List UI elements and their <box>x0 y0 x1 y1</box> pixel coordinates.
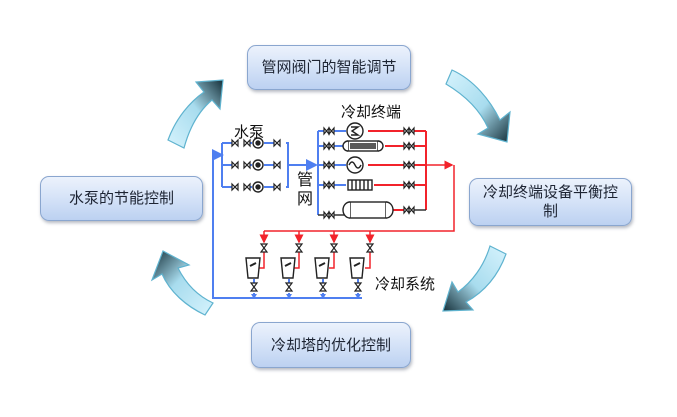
terminal-balance-box: 冷却终端设备平衡控制 <box>469 178 632 226</box>
cycle-arrow-down-left <box>442 245 507 312</box>
cycle-arrow-up-right <box>167 79 224 149</box>
terminal-label: 冷却终端 <box>341 103 402 121</box>
cycle-arrow-up-left <box>150 250 214 316</box>
valves <box>231 126 415 292</box>
pump-control-box: 水泵的节能控制 <box>40 176 203 221</box>
pumps <box>252 137 264 193</box>
cycle-arrow-down-right <box>445 69 511 143</box>
cooling-tower-icon <box>245 257 261 279</box>
cooling-tower-icon <box>280 257 296 279</box>
valve-control-box: 管网阀门的智能调节 <box>247 45 411 90</box>
tower-control-box: 冷却塔的优化控制 <box>251 322 411 368</box>
radiator-icon <box>347 179 373 191</box>
heat-exchanger-coil-icon <box>346 122 364 140</box>
cooling-system-label: 冷却系统 <box>375 275 436 293</box>
cooling-tower-icon <box>349 257 365 279</box>
terminal-equipment <box>342 122 394 219</box>
tank-icon <box>342 201 394 219</box>
cooling-tower-icon <box>314 257 330 279</box>
cooling-towers <box>245 257 365 279</box>
return-lines <box>259 130 455 269</box>
network-label: 管网 <box>297 170 314 208</box>
pump-label: 水泵 <box>234 123 265 141</box>
ac-source-icon <box>346 156 364 174</box>
shell-tube-exchanger-icon <box>342 140 384 152</box>
